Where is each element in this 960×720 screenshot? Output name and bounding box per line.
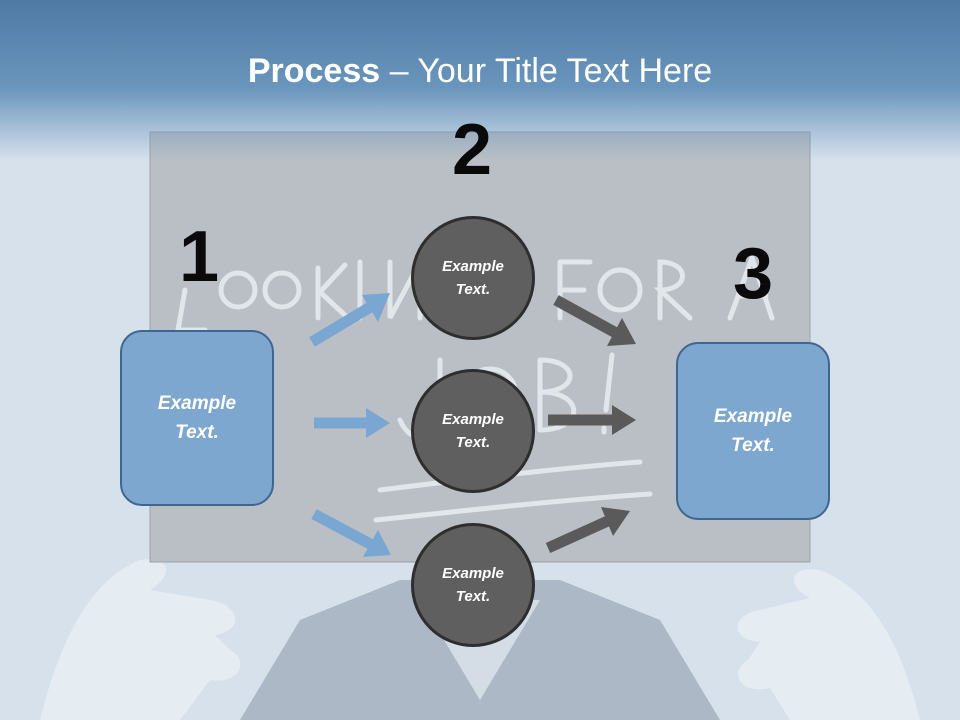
- left-box-text: Example Text.: [157, 393, 237, 443]
- right-box-text: Example Text.: [713, 406, 793, 456]
- circle-top-text: Example Text.: [442, 258, 504, 298]
- step-number-1: 1: [178, 217, 220, 297]
- step-number-2: 2: [451, 110, 493, 190]
- title-rest: – Your Title Text Here: [380, 52, 713, 90]
- left-text-box[interactable]: Example Text.: [120, 330, 274, 506]
- circle-bottom-text: Example Text.: [442, 565, 504, 605]
- title-bold: Process: [247, 52, 381, 90]
- slide-title: Process – Your Title Text Here: [0, 52, 960, 91]
- step-number-3: 3: [732, 234, 774, 314]
- right-text-box[interactable]: Example Text.: [676, 342, 830, 520]
- circle-middle-text: Example Text.: [442, 411, 504, 451]
- circle-top[interactable]: Example Text.: [411, 216, 535, 340]
- circle-bottom[interactable]: Example Text.: [411, 523, 535, 647]
- circle-middle[interactable]: Example Text.: [411, 369, 535, 493]
- header-band: [0, 0, 960, 160]
